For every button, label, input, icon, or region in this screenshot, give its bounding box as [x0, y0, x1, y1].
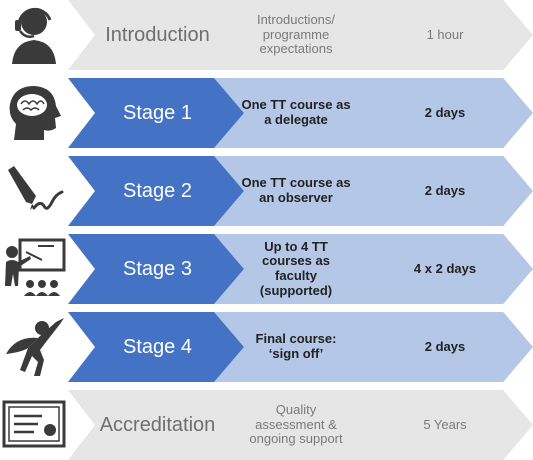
step-title: Accreditation [99, 413, 216, 436]
step-title: Introduction [105, 23, 210, 46]
step-duration: 2 days [424, 182, 466, 198]
presenter-audience-icon [0, 234, 70, 304]
step-duration: 2 days [424, 338, 466, 354]
row-stage-3: Stage 3 Up to 4 TT courses as faculty (s… [0, 234, 533, 304]
step-title: Stage 3 [123, 257, 192, 280]
row-stage-1: Stage 1 One TT course as a delegate 2 da… [0, 78, 533, 148]
row-stage-4: Stage 4 Final course: ‘sign off’ 2 days [0, 312, 533, 382]
step-description: Final course: ‘sign off’ [255, 331, 337, 361]
headset-person-icon [0, 0, 70, 70]
brain-head-icon [0, 78, 70, 148]
certificate-icon [0, 390, 70, 460]
row-introduction: Introduction Introductions/ programme ex… [0, 0, 533, 70]
step-description: Introductions/ programme expectations [256, 12, 336, 57]
step-description: One TT course as a delegate [241, 97, 351, 127]
step-duration: 5 Years [423, 416, 467, 432]
step-duration: 4 x 2 days [413, 260, 477, 276]
step-title: Stage 2 [123, 179, 192, 202]
step-description: Up to 4 TT courses as faculty (supported… [259, 238, 333, 298]
step-duration: 1 hour [426, 26, 464, 42]
superhero-icon [0, 312, 70, 382]
step-description: Quality assessment & ongoing support [249, 402, 343, 447]
row-accreditation: Accreditation Quality assessment & ongoi… [0, 390, 533, 460]
step-title: Stage 1 [123, 101, 192, 124]
pen-signature-icon [0, 156, 70, 226]
step-duration: 2 days [424, 104, 466, 120]
row-stage-2: Stage 2 One TT course as an observer 2 d… [0, 156, 533, 226]
step-title: Stage 4 [123, 335, 192, 358]
step-description: One TT course as an observer [241, 175, 351, 205]
